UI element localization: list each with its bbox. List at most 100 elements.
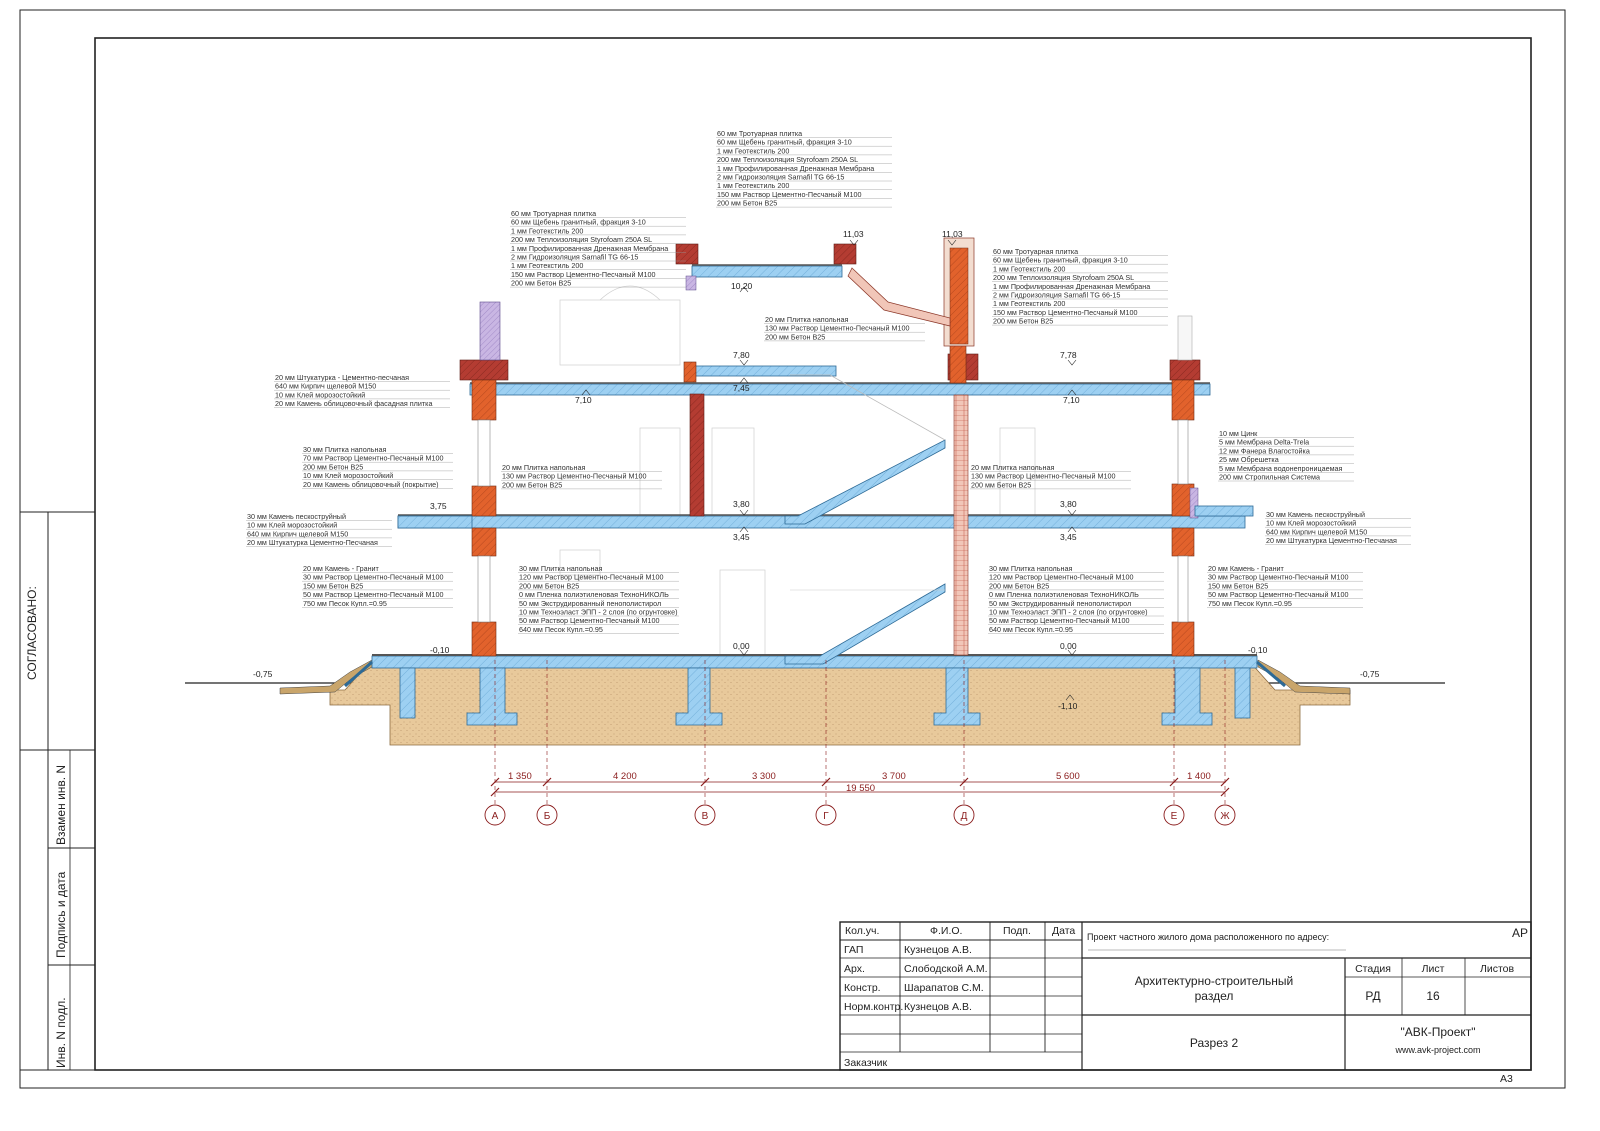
tb-role-3: Констр. xyxy=(844,982,881,994)
callout-line: 25 мм Обрешетка xyxy=(1219,455,1279,464)
sign-date-label: Подпись и дата xyxy=(54,871,68,958)
second-floor-slab xyxy=(469,383,1211,396)
callout-line: 640 мм Песок Купл.=0.95 xyxy=(519,625,603,634)
callout-line: 0 мм Пленка полиэтиленовая ТехноНИКОЛЬ xyxy=(519,590,669,599)
elev-second-ceiling-right: 7,10 xyxy=(1063,395,1080,405)
callout-line: 20 мм Штукатурка Цементно-Песчаная xyxy=(247,538,378,547)
callout-line: 10 мм Клей морозостойкий xyxy=(1266,519,1356,528)
replace-inv-label: Взамен инв. N xyxy=(54,765,68,845)
callout-line: 120 мм Раствор Цементно-Песчаный М100 xyxy=(519,573,663,582)
axis-a: А xyxy=(484,804,506,826)
callout-line: 50 мм Экструдированный пенополистирол xyxy=(989,599,1131,608)
tb-format: А3 xyxy=(1500,1073,1513,1085)
brick-wall-d xyxy=(953,394,969,656)
grid-axes: А Б В Г Д Е Ж xyxy=(484,804,1236,826)
title-block-text: Кол.уч. Ф.И.О. Подп. Дата ГАП Кузнецов А… xyxy=(844,925,1528,1085)
axis-zh: Ж xyxy=(1214,804,1236,826)
tb-stage-h: Стадия xyxy=(1355,963,1391,975)
upper-terrace-slab xyxy=(691,265,843,278)
callout-line: 30 мм Камень пескоструйный xyxy=(1266,510,1365,519)
callout-line: 1 мм Профилированная Дренажная Мембрана xyxy=(717,164,874,173)
callout-line: 30 мм Плитка напольная xyxy=(519,564,602,573)
building-section xyxy=(185,237,1445,746)
callout-line: 640 мм Кирпич щелевой М150 xyxy=(1266,527,1367,536)
elev-attic-left: 7,80 xyxy=(733,350,750,360)
tb-h-fio: Ф.И.О. xyxy=(930,925,962,937)
callout-line: 10 мм Цинк xyxy=(1219,429,1258,438)
callout-line: 200 мм Бетон В25 xyxy=(765,332,825,341)
dim-span-4: 3 700 xyxy=(882,771,906,782)
callout-line: 1 мм Геотекстиль 200 xyxy=(511,261,583,270)
tb-company: "АВК-Проект" xyxy=(1400,1025,1475,1039)
tb-h-sign: Подп. xyxy=(1003,925,1031,937)
elevation-marks: 11,03 11,03 10,20 7,80 7,78 7,45 7,10 7,… xyxy=(253,229,1380,711)
tb-h-date: Дата xyxy=(1052,925,1075,937)
svg-text:А: А xyxy=(492,811,499,822)
tb-code: АР xyxy=(1512,926,1528,940)
agreed-label: СОГЛАСОВАНО: xyxy=(25,586,39,680)
background-facade xyxy=(559,285,1091,708)
tb-section-1: Архитектурно-строительный xyxy=(1135,974,1294,988)
callout-line: 200 мм Теплоизоляция Styrofoam 250A SL xyxy=(717,155,858,164)
callout-line: 30 мм Плитка напольная xyxy=(989,564,1072,573)
exterior-walls xyxy=(471,344,1195,657)
foundation-footings xyxy=(399,667,1251,726)
callout-line: 50 мм Раствор Цементно-Песчаный М100 xyxy=(519,616,659,625)
callout-line: 750 мм Песок Купл.=0.95 xyxy=(1208,599,1292,608)
tb-sheet: 16 xyxy=(1426,989,1440,1003)
side-stamp: СОГЛАСОВАНО: Взамен инв. N Подпись и дат… xyxy=(19,511,96,1071)
callout-wall-left: 20 мм Штукатурка - Цементно-песчаная640 … xyxy=(274,373,450,408)
callout-line: 2 мм Гидроизоляция Sarnafil TG 66-15 xyxy=(717,173,844,182)
dim-total: 19 550 xyxy=(846,783,875,794)
callout-line: 1 мм Геотекстиль 200 xyxy=(993,264,1065,273)
elev-first-ceil-right-top: 3,80 xyxy=(1060,499,1077,509)
tb-project: Проект частного жилого дома расположенно… xyxy=(1087,932,1329,942)
callout-line: 60 мм Щебень гранитный, фракция 3-10 xyxy=(717,138,852,147)
callout-line: 60 мм Щебень гранитный, фракция 3-10 xyxy=(511,218,646,227)
callout-line: 1 мм Геотекстиль 200 xyxy=(717,181,789,190)
first-floor-slab xyxy=(397,515,1246,529)
tb-role-4: Норм.контр. xyxy=(844,1001,903,1013)
callout-line: 200 мм Бетон В25 xyxy=(519,581,579,590)
callout-line: 150 мм Раствор Цементно-Песчаный М100 xyxy=(993,308,1137,317)
elev-step-right: -0,10 xyxy=(1248,645,1268,655)
dimension-chain: 1 350 4 200 3 300 3 700 5 600 1 400 19 5… xyxy=(490,660,1230,805)
callout-line: 60 мм Щебень гранитный, фракция 3-10 xyxy=(993,256,1128,265)
callout-line: 200 мм Бетон В25 xyxy=(989,581,1049,590)
callout-line: 20 мм Плитка напольная xyxy=(765,315,848,324)
callout-line: 20 мм Камень облицовочный фасадная плитк… xyxy=(275,399,432,408)
elev-first-ceil-right-bottom: 3,45 xyxy=(1060,532,1077,542)
callout-line: 20 мм Плитка напольная xyxy=(971,463,1054,472)
callout-line: 200 мм Бетон В25 xyxy=(502,480,562,489)
svg-text:Б: Б xyxy=(544,811,551,822)
elev-step-left: -0,10 xyxy=(430,645,450,655)
window-frames xyxy=(477,419,1189,623)
callout-line: 50 мм Экструдированный пенополистирол xyxy=(519,599,661,608)
callout-line: 200 мм Бетон В25 xyxy=(511,279,571,288)
axis-b: Б xyxy=(536,804,558,826)
tb-customer: Заказчик xyxy=(844,1057,888,1069)
tb-stage: РД xyxy=(1365,989,1380,1003)
callout-line: 150 мм Раствор Цементно-Песчаный М100 xyxy=(511,270,655,279)
svg-text:Г: Г xyxy=(823,811,829,822)
callout-line: 20 мм Штукатурка - Цементно-песчаная xyxy=(275,373,409,382)
callout-line: 150 мм Бетон В25 xyxy=(303,581,363,590)
callout-line: 60 мм Тротуарная плитка xyxy=(993,247,1078,256)
callout-line: 20 мм Камень - Гранит xyxy=(1208,564,1285,573)
tb-section-2: раздел xyxy=(1195,989,1234,1003)
callout-line: 200 мм Бетон В25 xyxy=(303,462,363,471)
elev-first-ceil-left-top: 3,80 xyxy=(733,499,750,509)
